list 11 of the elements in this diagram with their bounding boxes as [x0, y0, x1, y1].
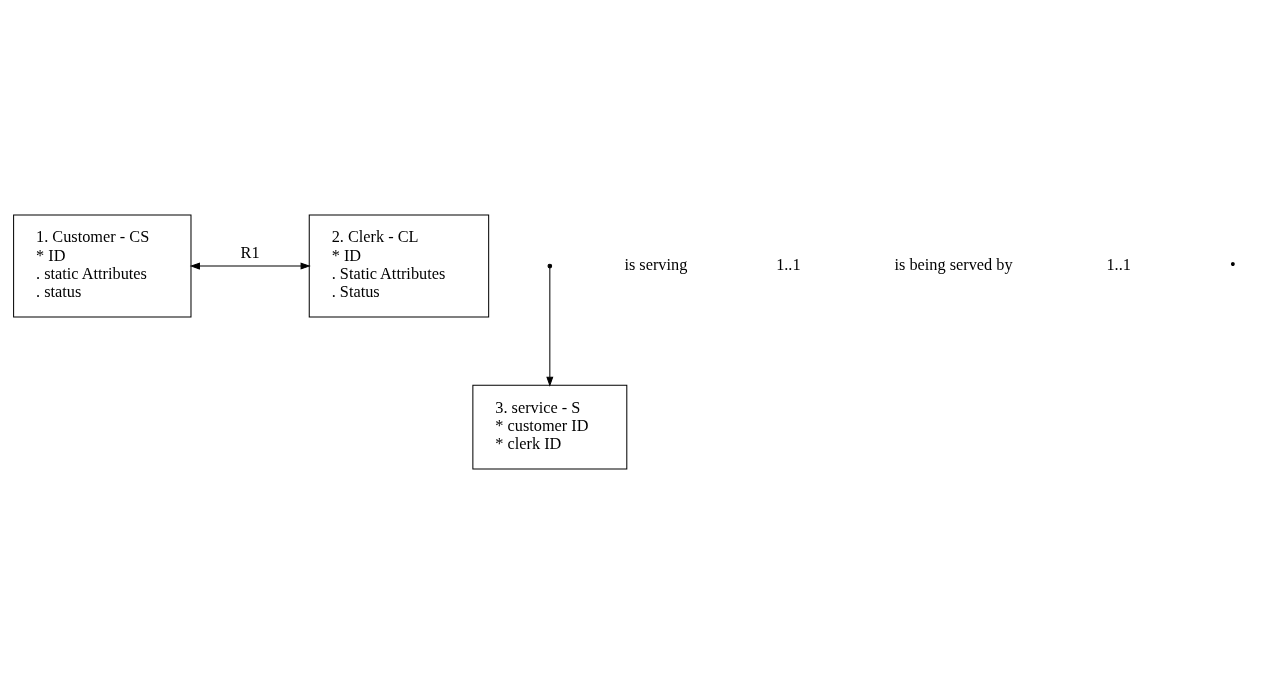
arrow	[189, 262, 311, 270]
label: 1..1	[1106, 254, 1131, 274]
label: •	[1230, 254, 1236, 274]
node-box: 3. service - S * customer ID * clerk ID	[472, 384, 628, 469]
node-box: 1. Customer - CS * ID . static Attributes . status	[13, 214, 192, 318]
label: is being served by	[894, 254, 1013, 274]
label: is serving	[624, 254, 688, 274]
label: 1..1	[776, 254, 801, 274]
arrow	[546, 267, 554, 387]
node-box: 2. Clerk - CL * ID . Static Attributes . Status	[308, 214, 490, 318]
edge-label: R1	[240, 242, 260, 262]
